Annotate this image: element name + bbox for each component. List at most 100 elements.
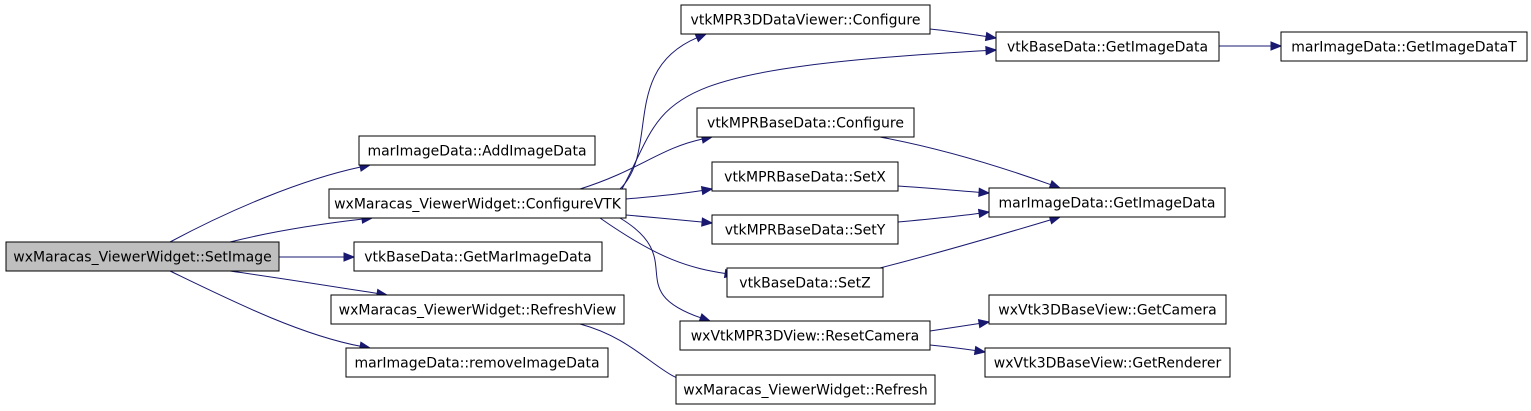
arrowhead-icon [700, 185, 714, 196]
node-vtkgetimagedata[interactable]: vtkBaseData::GetImageData [995, 31, 1220, 62]
nodes-layer: wxMaracas_ViewerWidget::SetImagemarImage… [5, 4, 1528, 405]
call-edge-resetcamera-to-getrenderer [929, 344, 987, 356]
arrowhead-icon [1270, 41, 1283, 51]
edge-line [897, 212, 981, 223]
node-label: wxVtkMPR3DView::ResetCamera [691, 329, 920, 345]
call-edge-setimage-to-refreshview [229, 270, 389, 299]
edge-line [929, 344, 977, 352]
edge-line [897, 185, 981, 193]
arrowhead-icon [984, 31, 998, 42]
arrowhead-icon [694, 33, 708, 43]
node-box[interactable] [345, 347, 609, 378]
node-mprbaseconfigure[interactable]: vtkMPRBaseData::Configure [696, 107, 915, 138]
node-label: wxMaracas_ViewerWidget::Refresh [683, 383, 928, 399]
node-refreshview[interactable]: wxMaracas_ViewerWidget::RefreshView [330, 294, 625, 325]
node-getmarimagedata[interactable]: vtkBaseData::GetMarImageData [353, 241, 603, 272]
node-removeimagedata[interactable]: marImageData::removeImageData [345, 347, 609, 378]
node-box[interactable] [330, 294, 625, 325]
edge-line [619, 37, 698, 190]
node-refresh[interactable]: wxMaracas_ViewerWidget::Refresh [675, 374, 936, 405]
node-mpr3dconfigure[interactable]: vtkMPR3DDataViewer::Configure [680, 4, 931, 35]
edge-line [599, 217, 727, 275]
node-box[interactable] [711, 214, 899, 245]
node-label: wxMaracas_ViewerWidget::RefreshView [339, 303, 617, 319]
call-edge-sety-to-margetimagedata [897, 208, 991, 223]
arrowhead-icon [343, 252, 356, 262]
node-box[interactable] [995, 31, 1220, 62]
node-box[interactable] [984, 347, 1231, 378]
node-box[interactable] [680, 4, 931, 35]
call-edge-setx-to-margetimagedata [897, 185, 991, 198]
call-edge-setimage-to-getmarimagedata [278, 252, 356, 262]
node-label: vtkMPR3DDataViewer::Configure [691, 13, 921, 29]
node-label: wxMaracas_ViewerWidget::SetImage [13, 250, 271, 266]
call-edge-configurevtk-to-resetcamera [619, 217, 712, 323]
node-box[interactable] [988, 187, 1226, 218]
node-box[interactable] [988, 294, 1227, 325]
node-configurevtk[interactable]: wxMaracas_ViewerWidget::ConfigureVTK [328, 188, 627, 219]
node-box[interactable] [353, 241, 603, 272]
node-addimagedata[interactable]: marImageData::AddImageData [358, 135, 596, 166]
node-label: marImageData::GetImageData [999, 196, 1216, 212]
node-box[interactable] [328, 188, 627, 219]
node-resetcamera[interactable]: wxVtkMPR3DView::ResetCamera [679, 320, 931, 351]
arrowhead-icon [977, 208, 991, 219]
edge-line [579, 138, 704, 190]
call-edge-setz-to-margetimagedata [879, 215, 1062, 269]
node-label: vtkBaseData::SetZ [739, 276, 870, 292]
edge-line [169, 166, 362, 243]
edge-line [929, 322, 981, 332]
node-label: marImageData::removeImageData [354, 356, 599, 372]
node-box[interactable] [711, 161, 899, 192]
node-box[interactable] [696, 107, 915, 138]
node-setx[interactable]: vtkMPRBaseData::SetX [711, 161, 899, 192]
edge-line [929, 28, 988, 38]
call-edge-configurevtk-to-mpr3dconfigure [619, 33, 708, 190]
node-setimage[interactable]: wxMaracas_ViewerWidget::SetImage [5, 241, 280, 272]
node-box[interactable] [358, 135, 596, 166]
node-label: vtkMPRBaseData::SetX [724, 170, 886, 186]
edge-line [879, 136, 1052, 186]
node-box[interactable] [1280, 31, 1528, 62]
edge-line [169, 270, 362, 347]
node-setz[interactable]: vtkBaseData::SetZ [726, 267, 884, 298]
call-edge-configurevtk-to-vtkgetimagedata [621, 45, 998, 190]
node-getcamera[interactable]: wxVtk3DBaseView::GetCamera [988, 294, 1227, 325]
node-label: vtkMPRBaseData::Configure [707, 116, 904, 132]
edge-line [229, 270, 379, 295]
node-label: vtkBaseData::GetMarImageData [364, 250, 591, 266]
node-box[interactable] [679, 320, 931, 351]
call-edge-vtkgetimagedata-to-getimagedatat [1219, 41, 1283, 51]
call-edge-setimage-to-configurevtk [229, 214, 374, 243]
arrowhead-icon [973, 345, 987, 356]
call-edge-mprbaseconfigure-to-margetimagedata [879, 136, 1062, 189]
edge-line [621, 50, 988, 190]
node-label: vtkMPRBaseData::SetY [725, 223, 886, 239]
edge-line [879, 219, 1052, 269]
node-getrenderer[interactable]: wxVtk3DBaseView::GetRenderer [984, 347, 1231, 378]
arrowhead-icon [1048, 179, 1062, 189]
arrowhead-icon [698, 313, 712, 323]
node-getimagedatat[interactable]: marImageData::GetImageDataT [1280, 31, 1528, 62]
arrowhead-icon [977, 318, 991, 329]
node-box[interactable] [726, 267, 884, 298]
edge-line [625, 214, 704, 223]
node-label: wxVtk3DBaseView::GetCamera [998, 303, 1216, 319]
call-edge-resetcamera-to-getcamera [929, 318, 991, 332]
node-label: wxVtk3DBaseView::GetRenderer [994, 356, 1222, 372]
node-sety[interactable]: vtkMPRBaseData::SetY [711, 214, 899, 245]
arrowhead-icon [978, 187, 991, 198]
node-label: marImageData::AddImageData [367, 144, 586, 160]
edge-line [229, 218, 364, 243]
edge-line [625, 189, 704, 200]
node-box[interactable] [5, 241, 280, 272]
node-box[interactable] [675, 374, 936, 405]
node-label: marImageData::GetImageDataT [1291, 40, 1517, 56]
node-label: wxMaracas_ViewerWidget::ConfigureVTK [334, 197, 622, 213]
arrowhead-icon [701, 217, 714, 227]
node-margetimagedata[interactable]: marImageData::GetImageData [988, 187, 1226, 218]
node-label: vtkBaseData::GetImageData [1007, 40, 1208, 56]
call-edge-mpr3dconfigure-to-vtkgetimagedata [929, 28, 998, 42]
call-edge-configurevtk-to-mprbaseconfigure [579, 134, 714, 190]
